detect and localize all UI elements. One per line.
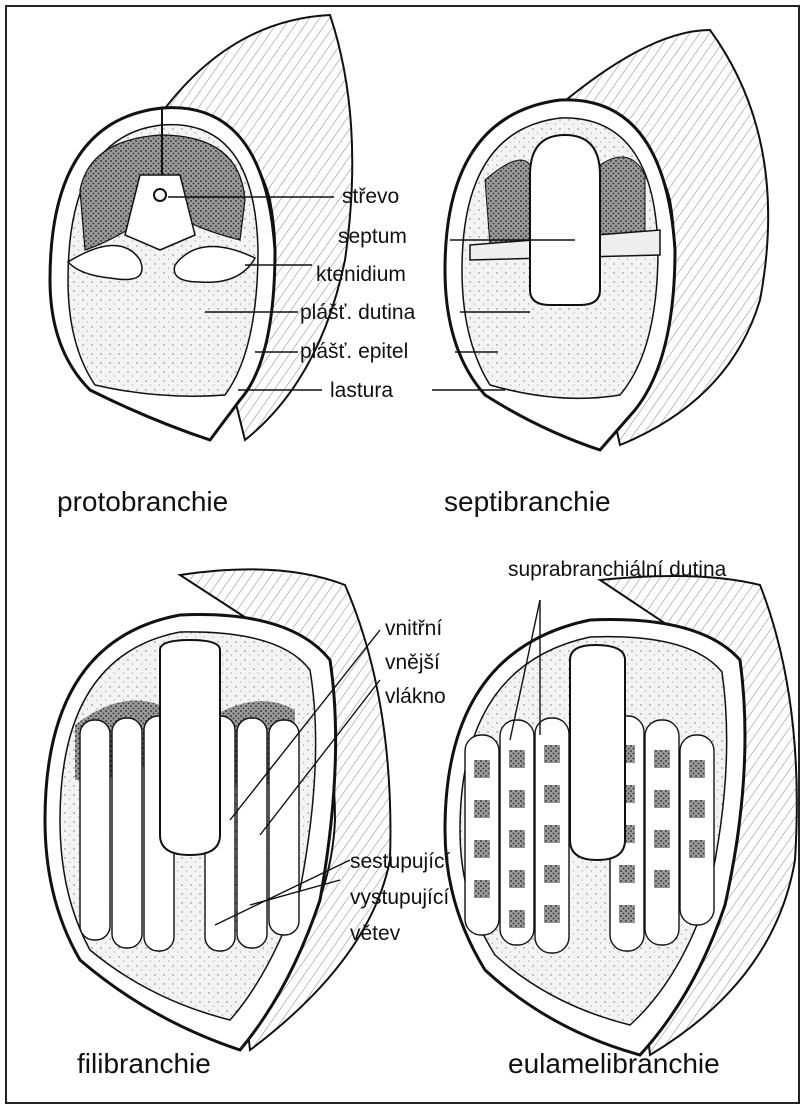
eulamelibranchie-illustration bbox=[445, 576, 797, 1055]
label-plast-dutina: plášť. dutina bbox=[300, 302, 415, 323]
intestine bbox=[154, 189, 166, 201]
label-sestupujici: sestupující bbox=[350, 851, 450, 872]
label-ktenidium: ktenidium bbox=[316, 264, 406, 285]
title-protobranchie: protobranchie bbox=[57, 488, 228, 516]
foot bbox=[160, 640, 220, 855]
title-eulamelibranchie: eulamelibranchie bbox=[508, 1050, 720, 1078]
protobranchie-illustration bbox=[50, 15, 352, 440]
foot bbox=[570, 645, 625, 860]
filibranchie-illustration bbox=[45, 569, 390, 1050]
title-filibranchie: filibranchie bbox=[77, 1050, 211, 1078]
foot bbox=[530, 135, 600, 305]
label-vnejsi: vnější bbox=[385, 652, 440, 673]
label-suprabranchialni-dutina: suprabranchiální dutina bbox=[508, 559, 726, 580]
label-septum: septum bbox=[338, 226, 407, 247]
title-septibranchie: septibranchie bbox=[444, 488, 611, 516]
label-vnitrni: vnitřní bbox=[385, 618, 442, 639]
label-vlakno: vlákno bbox=[385, 686, 446, 707]
label-lastura: lastura bbox=[330, 380, 393, 401]
label-strevo: střevo bbox=[342, 186, 399, 207]
label-vystupujici: vystupující bbox=[350, 887, 449, 908]
label-plast-epitel: plášť. epitel bbox=[300, 341, 408, 362]
label-vetev: větev bbox=[350, 923, 400, 944]
